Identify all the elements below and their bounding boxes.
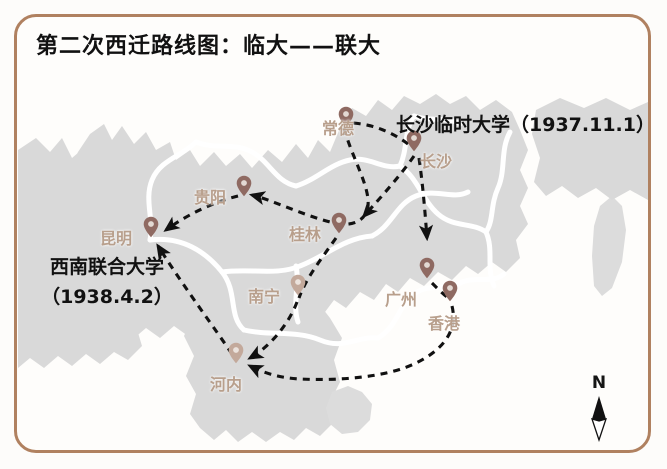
land-hainan xyxy=(326,386,372,434)
map-pin-guangzhou[interactable] xyxy=(419,257,435,279)
map-pin-changde[interactable] xyxy=(338,106,354,128)
route-changsha-guangzhou xyxy=(417,157,434,242)
land-east-edge xyxy=(532,98,648,200)
map-pin-guilin[interactable] xyxy=(331,212,347,234)
city-label-guiyang: 贵阳 xyxy=(194,188,227,207)
map-pin-hanoi[interactable] xyxy=(228,342,244,364)
routes-group xyxy=(156,121,455,382)
annotation-southwest-associated-university: 西南联合大学 （1938.4.2） xyxy=(12,252,202,309)
route-changsha-guilin xyxy=(361,155,416,219)
swau-line2: （1938.4.2） xyxy=(41,286,173,308)
compass-north-label: N xyxy=(591,373,607,393)
map-pin-hongkong[interactable] xyxy=(442,280,458,302)
map-pin-kunming[interactable] xyxy=(143,216,159,238)
map-pin-nanning[interactable] xyxy=(290,274,306,296)
route-guangzhou-hongkong xyxy=(430,281,448,299)
route-guiyang-kunming xyxy=(163,194,239,232)
annotation-changsha-university: 长沙临时大学（1937.11.1） xyxy=(396,114,655,136)
province-borders xyxy=(146,113,513,347)
route-nanning-hanoi xyxy=(247,301,299,360)
route-changsha-changde xyxy=(351,121,409,146)
route-hanoi-kunming xyxy=(156,243,234,355)
land-indochina xyxy=(184,292,342,442)
city-label-hanoi: 河内 xyxy=(210,375,243,394)
swau-line1: 西南联合大学 xyxy=(49,256,164,278)
compass-rose: N xyxy=(585,375,613,442)
route-hongkong-hanoi xyxy=(247,305,455,382)
route-guilin-nanning-hanoi xyxy=(297,237,338,299)
route-changde-guiyang-kunming xyxy=(248,127,370,226)
city-label-changde: 常德 xyxy=(322,119,355,138)
compass-needle-icon xyxy=(590,396,608,442)
landmass-group xyxy=(18,94,648,442)
city-label-nanning: 南宁 xyxy=(248,287,281,306)
city-label-guilin: 桂林 xyxy=(289,225,322,244)
map-pin-guiyang[interactable] xyxy=(236,175,252,197)
city-label-hongkong: 香港 xyxy=(428,314,461,333)
land-west-lobe xyxy=(18,138,158,368)
city-label-kunming: 昆明 xyxy=(100,229,133,248)
city-label-changsha: 长沙 xyxy=(420,152,453,171)
map-pin-changsha[interactable] xyxy=(406,130,422,152)
city-label-guangzhou: 广州 xyxy=(385,290,418,309)
land-taiwan xyxy=(592,196,626,296)
page-title: 第二次西迁路线图：临大——联大 xyxy=(36,34,382,59)
